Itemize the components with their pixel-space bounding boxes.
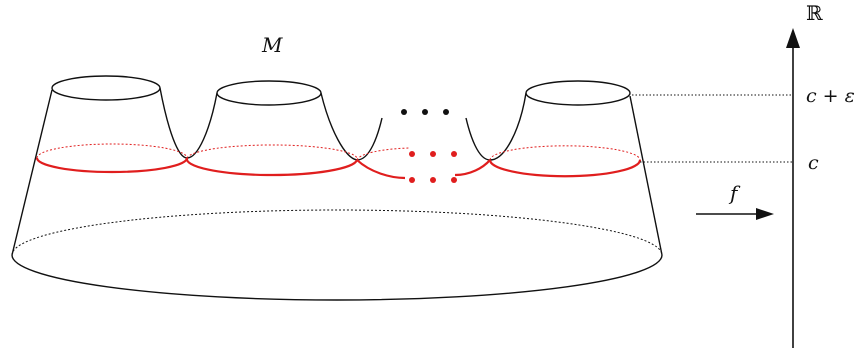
saddle-curves [159, 87, 527, 161]
map-arrow [696, 208, 774, 220]
map-label: f [728, 181, 741, 205]
ellipsis-dots-red [409, 151, 457, 183]
top-tube-2 [216, 80, 322, 106]
level-lower-label: c [808, 152, 819, 174]
top-tube-1 [51, 75, 161, 101]
real-axis [786, 28, 800, 348]
level-guides [632, 94, 793, 163]
critical-level-set [35, 143, 642, 180]
real-line-label: ℝ [806, 1, 823, 25]
manifold-label: M [261, 33, 283, 57]
outer-walls [11, 89, 663, 256]
ellipsis-dots-black [401, 109, 449, 115]
top-tube-3 [525, 80, 631, 106]
base-ellipse [11, 209, 663, 301]
level-upper-label: c + ε [806, 85, 855, 107]
